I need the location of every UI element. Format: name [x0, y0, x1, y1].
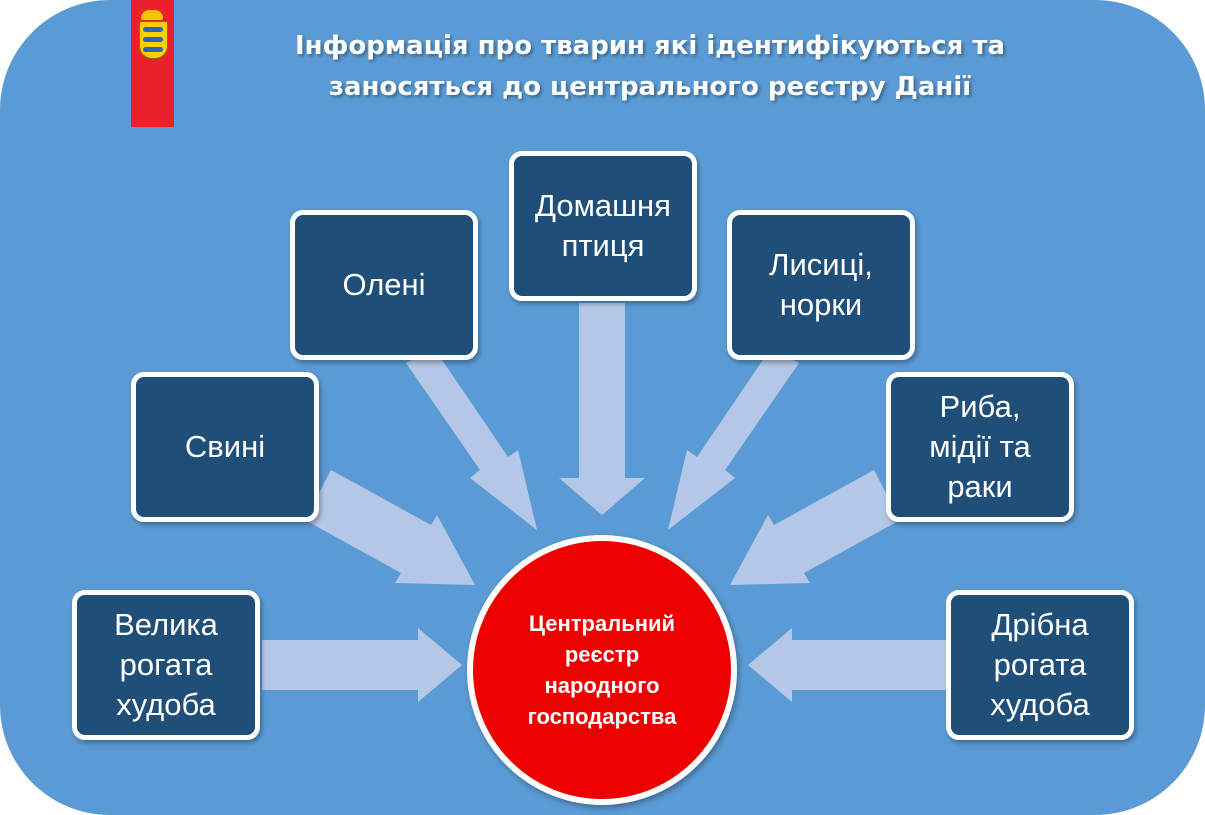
category-box-deer: Олені: [290, 210, 478, 360]
danish-flag-logo: [131, 0, 174, 127]
box-label: Велика рогата худоба: [114, 607, 218, 722]
category-box-pigs: Свині: [131, 372, 319, 522]
box-label: Домашня птиця: [535, 188, 671, 263]
coat-of-arms-icon: [139, 21, 168, 59]
arrow-poultry: [559, 303, 645, 515]
arrow-pigs: [305, 470, 475, 585]
lion-icon: [143, 27, 163, 32]
category-box-cattle: Велика рогата худоба: [72, 590, 260, 740]
diagram-title: Інформація про тварин які ідентифікуютьс…: [220, 26, 1080, 108]
central-registry-circle: Центральний реєстр народного господарств…: [467, 535, 737, 805]
box-label: Риба, мідії та раки: [929, 389, 1031, 504]
category-box-poultry: Домашня птиця: [509, 151, 697, 301]
arrow-small-ruminants: [748, 628, 948, 702]
box-label: Свині: [184, 429, 266, 464]
title-line-1: Інформація про тварин які ідентифікуютьс…: [295, 31, 1005, 61]
arrow-fish: [730, 470, 900, 585]
category-box-small-ruminants: Дрібна рогата худоба: [946, 590, 1134, 740]
arrow-fur: [668, 348, 799, 530]
lion-icon: [143, 47, 163, 52]
crown-icon: [141, 10, 163, 20]
category-box-fish: Риба, мідії та раки: [886, 372, 1074, 522]
box-label: Лисиці, норки: [769, 247, 873, 322]
box-label: Олені: [342, 267, 426, 302]
box-label: Дрібна рогата худоба: [990, 607, 1090, 722]
category-box-fur: Лисиці, норки: [727, 210, 915, 360]
central-registry-label: Центральний реєстр народного господарств…: [527, 611, 677, 729]
lion-icon: [143, 37, 163, 42]
title-line-2: заносяться до центрального реєстру Данії: [328, 72, 972, 102]
arrow-deer: [406, 348, 537, 530]
arrow-cattle: [262, 628, 462, 702]
